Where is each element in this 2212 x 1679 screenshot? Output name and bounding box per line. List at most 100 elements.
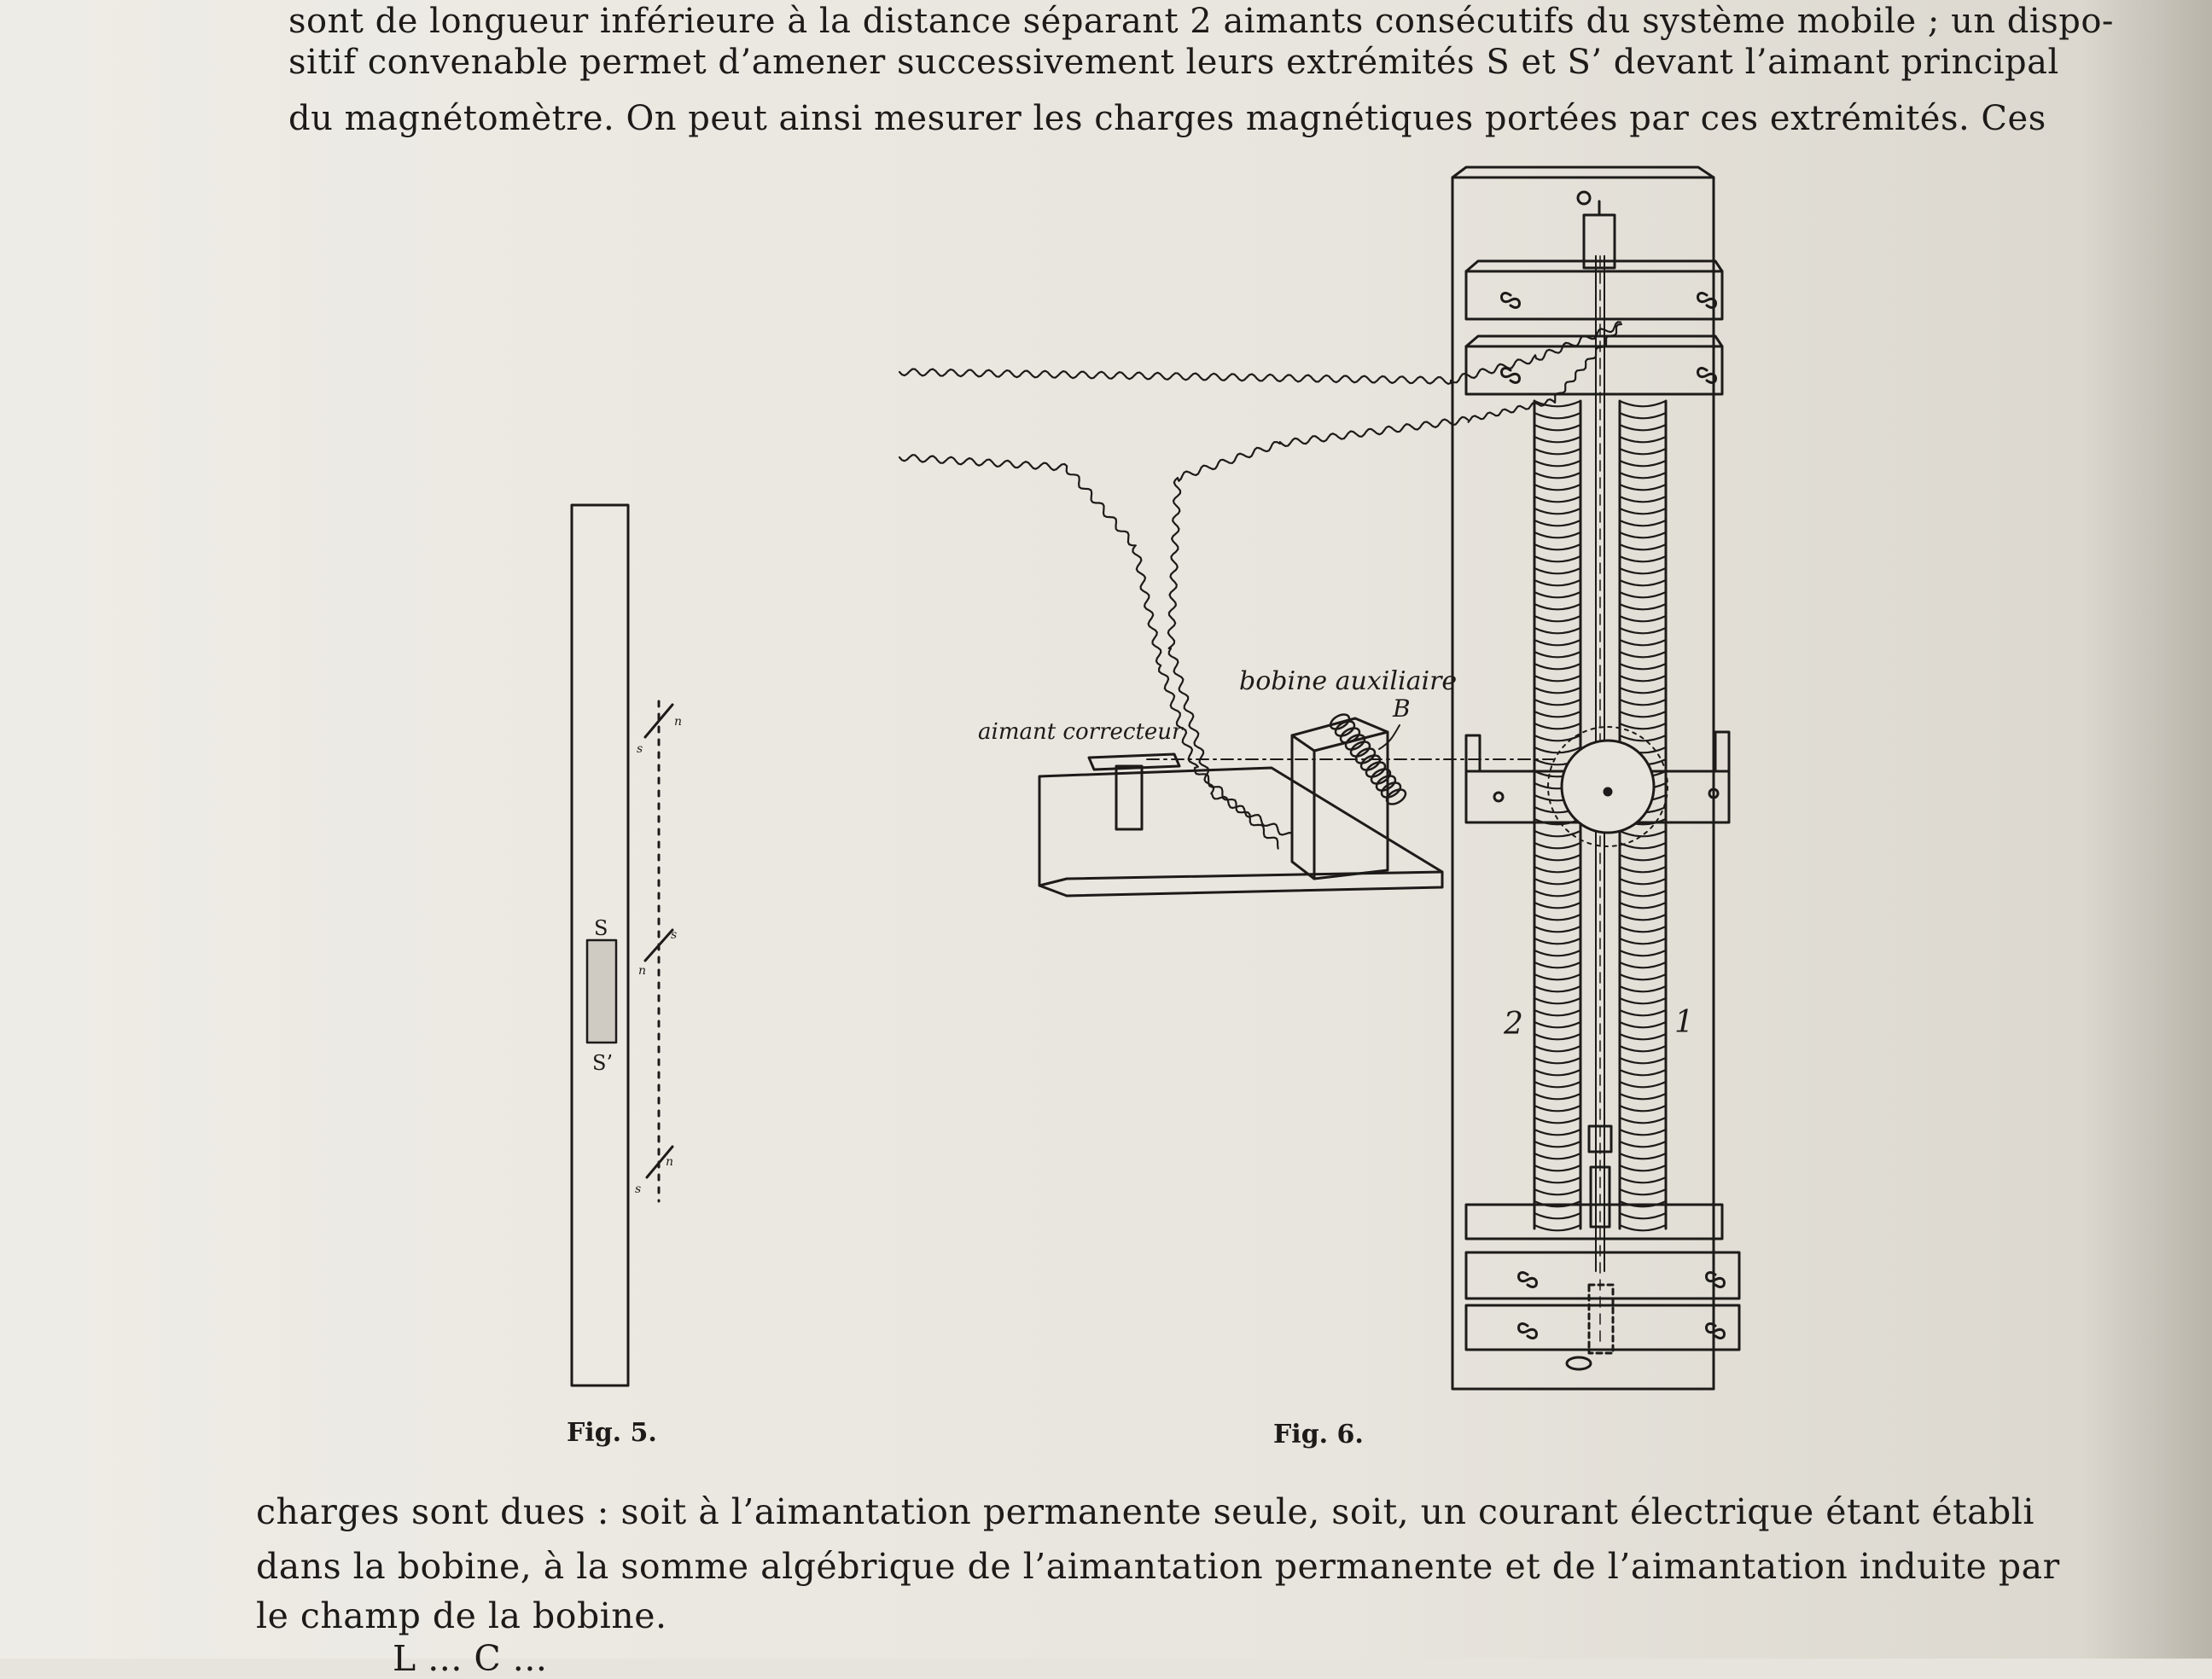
fig6-mid-bar-left-post <box>1464 734 1481 773</box>
fig5-small-n-3: n <box>666 1155 673 1169</box>
coil-winding <box>1618 1104 1668 1113</box>
coil-winding <box>1533 734 1582 742</box>
body-text-line-1: sont de longueur inférieure à la distanc… <box>288 2 2114 41</box>
coil-winding <box>1618 901 1668 909</box>
fig6-correcting-magnet <box>1087 752 1181 771</box>
coil-winding <box>1618 1116 1668 1124</box>
coil-winding <box>1533 590 1582 599</box>
coil-winding <box>1618 1200 1668 1208</box>
fig6-mid-screw-right <box>1708 787 1720 799</box>
coil-winding <box>1533 471 1582 479</box>
aux-coil-turn <box>1329 713 1351 730</box>
fig6-label-b-arrow <box>1378 724 1400 750</box>
fig6-drawing: bobine auxiliaire aimant correcteur B 2 … <box>898 166 1741 1391</box>
aux-coil-turn <box>1354 747 1377 764</box>
aux-coil-turn <box>1365 761 1387 778</box>
coil-winding <box>1618 566 1668 575</box>
fig6-bottom-nut <box>1565 1356 1592 1371</box>
coil-winding <box>1533 829 1582 838</box>
aux-coil-turn <box>1349 741 1371 758</box>
fig5-tick-1 <box>643 703 674 739</box>
coil-winding <box>1618 435 1668 444</box>
coil-winding <box>1618 1044 1668 1053</box>
coil-winding <box>1618 411 1668 420</box>
aux-coil-turn <box>1359 754 1382 771</box>
coil-winding <box>1533 1200 1582 1208</box>
coil-winding <box>1533 1104 1582 1113</box>
coil-winding <box>1618 650 1668 659</box>
aux-coil-turn <box>1375 775 1397 792</box>
coil-winding <box>1618 495 1668 503</box>
coil-winding <box>1618 662 1668 671</box>
fig6-bottom-clamp-1 <box>1464 1251 1741 1300</box>
coil-winding <box>1618 626 1668 635</box>
fig6-bottom-cylinder <box>1587 1283 1615 1355</box>
fig6-magnetometer-dotted-ring <box>1547 726 1668 847</box>
coil-winding <box>1533 1116 1582 1124</box>
fig6-platform-front-edge <box>1038 870 1444 887</box>
body-text-line-2: sitif convenable permet d’amener success… <box>288 43 2059 82</box>
fig6-label-b: B <box>1392 694 1411 723</box>
fig6-wing-screw-3 <box>1500 367 1521 384</box>
coil-winding <box>1533 1020 1582 1029</box>
coil-winding <box>1533 1008 1582 1017</box>
coil-winding <box>1533 746 1582 754</box>
coil-winding <box>1618 996 1668 1005</box>
coil-winding <box>1618 853 1668 862</box>
coil-winding <box>1618 841 1668 850</box>
coil-winding <box>1533 1032 1582 1041</box>
fig6-bottom-clamp-2 <box>1464 1304 1741 1351</box>
coil-winding <box>1618 1128 1668 1136</box>
fig6-magnetometer-disk <box>1560 739 1656 834</box>
coil-winding <box>1533 937 1582 945</box>
fig6-top-clamp-1-edge <box>1464 259 1724 273</box>
fig6-caption: Fig. 6. <box>1273 1420 1364 1450</box>
fig5-label-s-prime: S’ <box>592 1051 613 1075</box>
coil-winding <box>1618 710 1668 718</box>
fig5-tick-2 <box>643 928 674 962</box>
fig6-bottom-ledge <box>1464 1203 1724 1240</box>
fig5-bar <box>570 503 630 1387</box>
coil-winding <box>1533 1176 1582 1184</box>
fig5-small-s-1: s <box>637 742 643 756</box>
coil-winding <box>1533 925 1582 933</box>
body-text-line-6: le champ de la bobine. <box>256 1595 667 1636</box>
fig6-label-bobine: bobine auxiliaire <box>1239 666 1457 696</box>
aux-coil-turn <box>1344 734 1366 751</box>
aux-coil-turn <box>1370 768 1392 785</box>
fig6-label-1: 1 <box>1674 1005 1694 1040</box>
aux-coil-turn <box>1380 781 1402 799</box>
fig6-mid-bar-right-post <box>1714 730 1731 773</box>
coil-winding <box>1533 949 1582 957</box>
coil-winding <box>1533 650 1582 659</box>
coil-winding <box>1618 686 1668 694</box>
fig6-magnetometer-center <box>1603 787 1613 797</box>
coil-winding <box>1533 543 1582 551</box>
coil-winding <box>1533 710 1582 718</box>
fig6-wing-screw-8 <box>1705 1322 1726 1339</box>
fig6-label-2: 2 <box>1503 1007 1523 1042</box>
coil-winding <box>1533 1056 1582 1065</box>
fig6-wing-screw-1 <box>1500 292 1521 309</box>
coil-winding <box>1618 877 1668 886</box>
coil-winding <box>1533 459 1582 468</box>
coil-winding <box>1618 614 1668 623</box>
body-text-line-7: L ... C ... <box>393 1638 548 1679</box>
fig6-label-aimant: aimant correcteur <box>978 719 1184 745</box>
fig6-magnet-post <box>1115 764 1144 831</box>
body-text-line-5: dans la bobine, à la somme algébrique de… <box>256 1546 2060 1587</box>
coil-winding <box>1533 435 1582 444</box>
aux-coil-turn <box>1334 720 1356 737</box>
coil-winding <box>1533 1044 1582 1053</box>
coil-winding <box>1533 602 1582 611</box>
coil-winding <box>1533 1128 1582 1136</box>
fig6-aux-coil <box>1329 713 1407 805</box>
coil-winding <box>1618 531 1668 539</box>
fig6-wire-upper <box>898 321 1622 385</box>
coil-winding <box>1618 961 1668 969</box>
coil-winding <box>1618 1223 1668 1232</box>
coil-winding <box>1618 937 1668 945</box>
coil-winding <box>1618 638 1668 647</box>
coil-winding <box>1533 507 1582 515</box>
